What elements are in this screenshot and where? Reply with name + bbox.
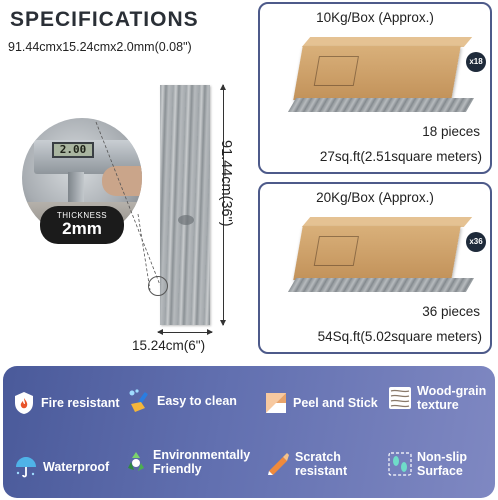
package-weight: 20Kg/Box (Approx.) bbox=[316, 190, 434, 205]
wood-grain-icon bbox=[387, 385, 413, 411]
dimensions-text: 91.44cmx15.24cmx2.0mm(0.08") bbox=[8, 40, 192, 54]
thickness-value: 2mm bbox=[62, 219, 102, 238]
package-coverage: 54Sq.ft(5.02square meters) bbox=[317, 329, 482, 344]
recycle-icon bbox=[123, 449, 149, 475]
vinyl-plank-image bbox=[160, 85, 210, 325]
count-badge: x18 bbox=[466, 52, 486, 72]
feature-label: Non-slip Surface bbox=[417, 450, 467, 478]
length-dimension-arrow bbox=[220, 84, 226, 326]
feature-label: Waterproof bbox=[43, 460, 110, 474]
flame-shield-icon bbox=[11, 390, 37, 416]
package-card-18: 10Kg/Box (Approx.) x18 18 pieces 27sq.ft… bbox=[258, 2, 492, 174]
caliper-reading: 2.00 bbox=[52, 142, 94, 158]
feature-label: Scratch resistant bbox=[295, 450, 348, 478]
blade-icon bbox=[265, 451, 291, 477]
brush-icon bbox=[127, 388, 153, 414]
feature-label: Fire resistant bbox=[41, 396, 120, 410]
package-weight: 10Kg/Box (Approx.) bbox=[316, 10, 434, 25]
carton-box-icon bbox=[293, 226, 461, 280]
feature-label: Easy to clean bbox=[157, 394, 237, 408]
feature-wood-grain-texture: Wood-grain texture bbox=[387, 384, 487, 412]
feature-peel-and-stick: Peel and Stick bbox=[263, 390, 378, 416]
footprints-icon bbox=[387, 451, 413, 477]
package-card-36: 20Kg/Box (Approx.) x36 36 pieces 54Sq.ft… bbox=[258, 182, 492, 354]
features-panel: Fire resistant Easy to clean Peel and St… bbox=[3, 366, 495, 498]
feature-non-slip-surface: Non-slip Surface bbox=[387, 450, 477, 478]
feature-label: Peel and Stick bbox=[293, 396, 378, 410]
width-label: 15.24cm(6") bbox=[132, 338, 206, 353]
zoom-marker bbox=[148, 276, 168, 296]
package-coverage: 27sq.ft(2.51square meters) bbox=[319, 149, 482, 164]
thickness-badge: THICKNESS 2mm bbox=[40, 206, 124, 244]
carton-box-icon bbox=[293, 46, 461, 100]
feature-environmentally-friendly: Environmentally Friendly bbox=[123, 448, 253, 476]
thickness-label: THICKNESS bbox=[56, 211, 108, 220]
feature-waterproof: Waterproof bbox=[13, 454, 109, 480]
feature-scratch-resistant: Scratch resistant bbox=[265, 450, 365, 478]
umbrella-icon bbox=[13, 454, 39, 480]
peel-sticker-icon bbox=[263, 390, 289, 416]
length-label: 91.44cm(36") bbox=[218, 140, 234, 227]
count-badge: x36 bbox=[466, 232, 486, 252]
feature-easy-to-clean: Easy to clean bbox=[127, 388, 237, 414]
package-pieces: 36 pieces bbox=[422, 304, 480, 319]
feature-label: Wood-grain texture bbox=[417, 384, 487, 412]
feature-fire-resistant: Fire resistant bbox=[11, 390, 120, 416]
feature-label: Environmentally Friendly bbox=[153, 448, 251, 476]
page-title: SPECIFICATIONS bbox=[10, 8, 199, 31]
width-dimension-arrow bbox=[157, 329, 213, 335]
package-pieces: 18 pieces bbox=[422, 124, 480, 139]
